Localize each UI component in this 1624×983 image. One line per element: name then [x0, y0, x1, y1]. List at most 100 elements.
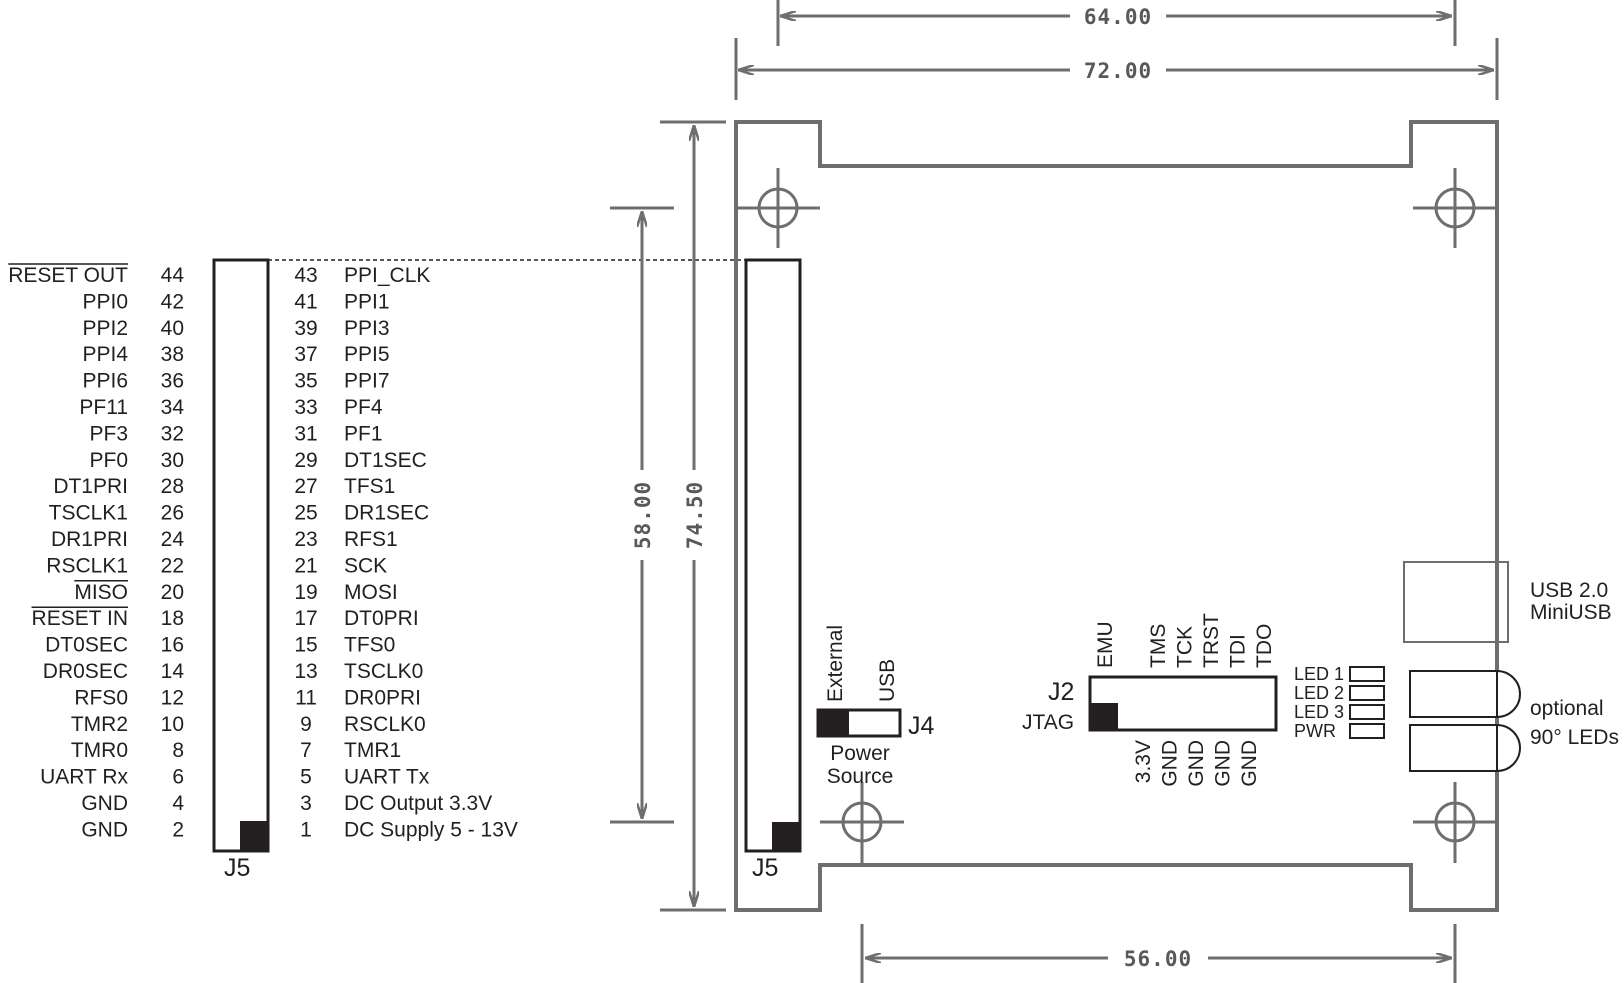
j5-even-signal: PPI2 — [82, 317, 128, 340]
led-note-line1: optional — [1530, 697, 1604, 720]
j5-even-signal: PF11 — [79, 396, 128, 419]
j5-odd-signal: RFS1 — [344, 528, 398, 551]
dim-top-outer: 72.00 — [1084, 59, 1152, 83]
j5-odd-pin-number: 27 — [294, 475, 317, 498]
j5-even-signal: GND — [81, 792, 128, 815]
j5-odd-pin-number: 3 — [300, 792, 312, 815]
j5-odd-signal: DT1SEC — [344, 449, 427, 472]
j5-odd-signal: PPI5 — [344, 343, 390, 366]
j5-odd-signal: TFS1 — [344, 475, 395, 498]
j5-odd-signal: PPI3 — [344, 317, 390, 340]
j5-odd-signal: PF4 — [344, 396, 383, 419]
j2-top-pin-label: TDI — [1227, 634, 1250, 668]
j5-even-signal: DT1PRI — [53, 475, 128, 498]
dim-bottom: 56.00 — [1124, 947, 1192, 971]
j5-even-signal: DR0SEC — [43, 660, 128, 683]
j5-even-signal: RFS0 — [74, 686, 128, 709]
j5-odd-pin-number: 21 — [294, 554, 317, 577]
j5-even-signal: PPI0 — [82, 290, 128, 313]
j5-odd-signal: DR0PRI — [344, 686, 421, 709]
j5-odd-signal: PPI_CLK — [344, 264, 430, 287]
j5-odd-signal: DC Supply 5 - 13V — [344, 818, 518, 841]
j5-even-pin-number: 18 — [161, 607, 184, 630]
led-1-pad — [1349, 666, 1385, 682]
j5-odd-pin-number: 19 — [294, 581, 317, 604]
j5-odd-pin-number: 31 — [294, 422, 317, 445]
dim-left-inner: 58.00 — [631, 481, 655, 549]
j4-pin1-marker — [818, 710, 848, 736]
j2-top-pin-label: EMU — [1094, 621, 1117, 668]
j5-odd-signal: DC Output 3.3V — [344, 792, 492, 815]
j5-odd-signal: PPI1 — [344, 290, 390, 313]
j5-even-pin-number: 32 — [161, 422, 184, 445]
j5-pin1-marker — [240, 821, 268, 851]
j2-bottom-pin-label: GND — [1159, 740, 1182, 787]
led-label: LED 2 — [1294, 683, 1344, 703]
j2-bottom-pin-label: GND — [1238, 740, 1261, 787]
j5-even-pin-number: 42 — [161, 290, 184, 313]
j5-even-signal: PPI4 — [82, 343, 128, 366]
led-label: PWR — [1294, 721, 1336, 741]
j5-even-signal: UART Rx — [40, 766, 128, 789]
usb-outline — [1403, 561, 1509, 643]
j2-top-pin-label: TMS — [1147, 624, 1170, 668]
j5-even-pin-number: 14 — [161, 660, 185, 683]
j5-even-pin-number: 36 — [161, 370, 184, 393]
j5-even-signal: TMR0 — [71, 739, 128, 762]
j4-designator: J4 — [908, 712, 935, 740]
j5-odd-pin-number: 7 — [300, 739, 312, 762]
j5-odd-pin-number: 29 — [294, 449, 317, 472]
j4-power-jumper: External USB J4 Power Source — [816, 625, 935, 788]
j5-odd-signal: MOSI — [344, 581, 398, 604]
j5-odd-pin-number: 25 — [294, 502, 317, 525]
j5-even-pin-number: 22 — [161, 554, 184, 577]
j2-pin1-marker — [1090, 703, 1118, 730]
j5-even-pin-number: 26 — [161, 502, 184, 525]
j5-even-signal: RESET IN — [32, 607, 128, 630]
j5-odd-pin-number: 41 — [294, 290, 317, 313]
j5-odd-signal: SCK — [344, 554, 387, 577]
j5-odd-pin-number: 39 — [294, 317, 317, 340]
j5-odd-signal: TFS0 — [344, 634, 395, 657]
j5-odd-pin-number: 1 — [300, 818, 312, 841]
j5-odd-pin-number: 13 — [294, 660, 317, 683]
j4-caption-line2: Source — [827, 765, 894, 788]
j2-bottom-pin-label: 3.3V — [1132, 740, 1155, 783]
j5-odd-pin-number: 35 — [294, 370, 317, 393]
j2-bottom-pin-label: GND — [1185, 740, 1208, 787]
j5-even-signal: PPI6 — [82, 370, 128, 393]
j5-odd-pin-number: 11 — [295, 686, 317, 709]
j5-odd-signal: DR1SEC — [344, 502, 429, 525]
j5-even-pin-number: 12 — [161, 686, 184, 709]
j5-connector-outline — [212, 258, 270, 853]
j5-designator: J5 — [224, 854, 250, 882]
j5-even-signal: TSCLK1 — [49, 502, 128, 525]
j4-option-usb: USB — [876, 659, 899, 702]
j5-even-signal: RESET OUT — [8, 264, 128, 287]
board-j5-connector: J5 — [744, 258, 802, 882]
mounting-hole-bottom-right — [1413, 782, 1495, 863]
j5-odd-pin-number: 5 — [300, 766, 312, 789]
j5-even-pin-number: 38 — [161, 343, 184, 366]
j5-odd-signal: UART Tx — [344, 766, 430, 789]
j5-odd-pin-number: 33 — [294, 396, 317, 419]
board-j5-outline — [744, 258, 802, 853]
optional-led-lower — [1409, 724, 1521, 772]
j5-even-pin-number: 40 — [161, 317, 184, 340]
j2-top-pin-label: TDO — [1253, 624, 1276, 668]
optional-led-upper — [1409, 670, 1521, 718]
j5-even-pin-number: 24 — [161, 528, 185, 551]
j5-even-pin-number: 10 — [161, 713, 184, 736]
j5-odd-signal: PF1 — [344, 422, 383, 445]
j5-odd-pin-number: 9 — [300, 713, 312, 736]
j2-outline — [1088, 675, 1278, 732]
board-j5-designator: J5 — [752, 854, 778, 882]
j5-even-pin-number: 6 — [172, 766, 184, 789]
j2-caption: JTAG — [1022, 711, 1074, 734]
dim-left-outer: 74.50 — [683, 481, 707, 549]
usb-label-line2: MiniUSB — [1530, 601, 1612, 624]
